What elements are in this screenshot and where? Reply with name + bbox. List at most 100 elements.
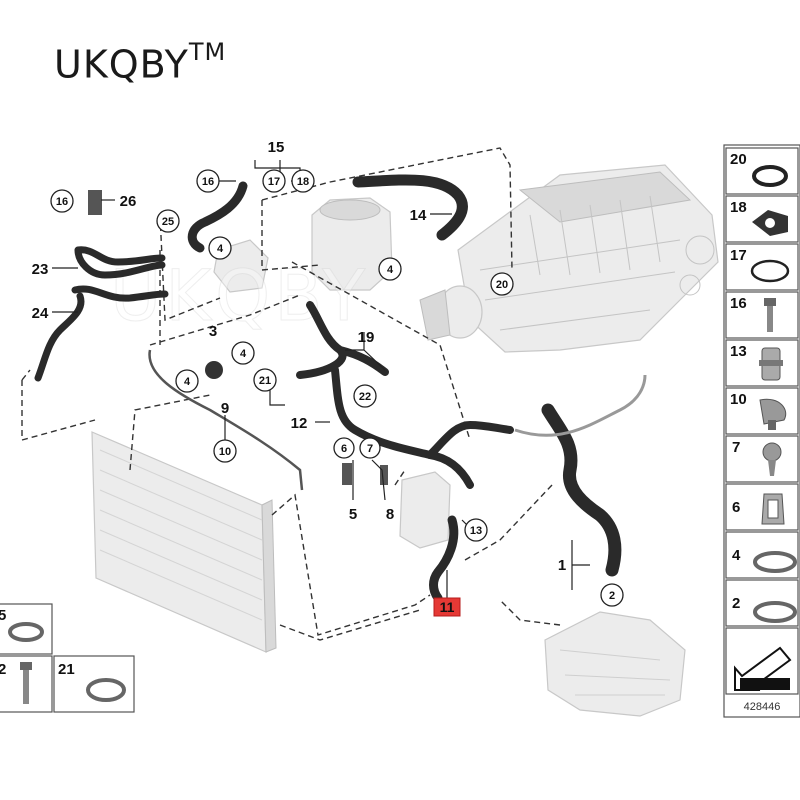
svg-text:4: 4 (387, 264, 394, 276)
panel-cell-20: 20 (725, 147, 799, 195)
bl-cell-21: 21 (53, 655, 135, 713)
callout-16-left: 16 (50, 189, 74, 213)
panel-cell-10: 10 (725, 387, 799, 435)
hoses (34, 174, 647, 603)
reservoir-bottle-illustration (399, 471, 451, 549)
part-5-bracket (342, 463, 352, 485)
svg-text:2: 2 (732, 595, 740, 612)
svg-text:6: 6 (732, 499, 740, 516)
svg-text:7: 7 (732, 439, 740, 456)
radiator-illustration (91, 431, 277, 653)
small-parts (88, 190, 388, 485)
svg-text:6: 6 (341, 443, 347, 455)
panel-cell-2: 2 (725, 579, 799, 627)
bolt-icon (20, 662, 32, 704)
svg-text:17: 17 (268, 176, 280, 188)
callout-4-b: 4 (378, 257, 402, 281)
engine-block-illustration (457, 164, 719, 353)
panel-cell-6: 6 (725, 483, 799, 531)
bottom-left-parts-panel: 5 2 21 (0, 603, 135, 713)
svg-text:4: 4 (184, 376, 191, 388)
hose-11 (429, 515, 459, 603)
label-24: 24 (32, 305, 49, 322)
svg-text:2: 2 (609, 590, 615, 602)
hose-clamp-icon (753, 551, 797, 573)
label-15: 15 (268, 139, 285, 156)
callout-10: 10 (213, 439, 237, 463)
callout-2: 2 (600, 583, 624, 607)
hose-1 (541, 403, 622, 577)
retaining-clip-icon (761, 493, 785, 525)
svg-text:16: 16 (730, 295, 747, 312)
svg-text:16: 16 (202, 176, 214, 188)
svg-text:4: 4 (732, 547, 741, 564)
hose-23 (74, 246, 166, 279)
svg-text:2: 2 (0, 661, 6, 678)
callout-13: 13 (464, 518, 488, 542)
callout-6: 6 (333, 437, 355, 459)
thermostat-housing-illustration (419, 285, 483, 341)
expanding-rivet-icon (762, 442, 782, 476)
svg-text:17: 17 (730, 247, 747, 264)
callout-7: 7 (359, 437, 381, 459)
part-3-mount (205, 361, 223, 379)
callout-17: 17 (262, 169, 286, 193)
svg-text:13: 13 (730, 343, 747, 360)
hose-12-19 (296, 301, 474, 489)
o-ring-icon (752, 165, 788, 187)
arrow-icon (734, 646, 792, 691)
callout-4-d: 4 (175, 369, 199, 393)
panel-cell-16: 16 (725, 291, 799, 339)
svg-text:18: 18 (297, 176, 309, 188)
brand-name: UKQBY (54, 42, 189, 87)
svg-text:20: 20 (730, 151, 747, 168)
panel-cell-arrow: 428446 (725, 627, 799, 713)
spring-clamp-icon (753, 601, 797, 623)
label-5: 5 (349, 506, 357, 523)
hose-14 (352, 174, 468, 241)
hose-24 (34, 285, 169, 382)
pipe-9 (148, 349, 304, 491)
hose-clamp-icon (86, 678, 126, 702)
part-8-bracket (380, 465, 388, 485)
svg-text:21: 21 (58, 661, 75, 678)
callout-4-a: 4 (208, 236, 232, 260)
label-14: 14 (410, 207, 427, 224)
parts-panel: 20 18 17 16 13 (723, 144, 800, 718)
panel-cell-17: 17 (725, 243, 799, 291)
intake-manifold-illustration (544, 611, 686, 717)
callout-25: 25 (156, 209, 180, 233)
svg-text:11: 11 (440, 599, 455, 615)
callout-22: 22 (353, 384, 377, 408)
label-23: 23 (32, 261, 49, 278)
svg-text:13: 13 (470, 525, 482, 537)
clamp-icon (8, 622, 44, 642)
panel-cell-18: 18 (725, 195, 799, 243)
svg-text:20: 20 (496, 279, 508, 291)
svg-text:7: 7 (367, 443, 373, 455)
callout-4-c: 4 (231, 341, 255, 365)
hose-15 (187, 181, 248, 253)
part-26-clip (88, 190, 102, 215)
svg-text:5: 5 (0, 607, 6, 624)
trademark-mark: TM (188, 38, 227, 66)
bolt-icon (764, 298, 776, 332)
diagram-reference-number: 428446 (744, 701, 781, 713)
callout-20: 20 (490, 272, 514, 296)
brand-logo: UKQBYTM (54, 38, 226, 87)
panel-cell-13: 13 (725, 339, 799, 387)
label-3: 3 (209, 323, 217, 340)
expansion-tank-illustration (311, 197, 393, 291)
label-19: 19 (358, 329, 375, 346)
svg-text:18: 18 (730, 199, 747, 216)
svg-text:10: 10 (219, 446, 231, 458)
panel-cell-4: 4 (725, 531, 799, 579)
label-12: 12 (291, 415, 308, 432)
svg-text:16: 16 (56, 196, 68, 208)
label-8: 8 (386, 506, 394, 523)
label-1: 1 (558, 557, 566, 574)
vent-pipe (514, 374, 647, 437)
bl-cell-5: 5 (0, 603, 53, 655)
callout-18: 18 (291, 169, 315, 193)
